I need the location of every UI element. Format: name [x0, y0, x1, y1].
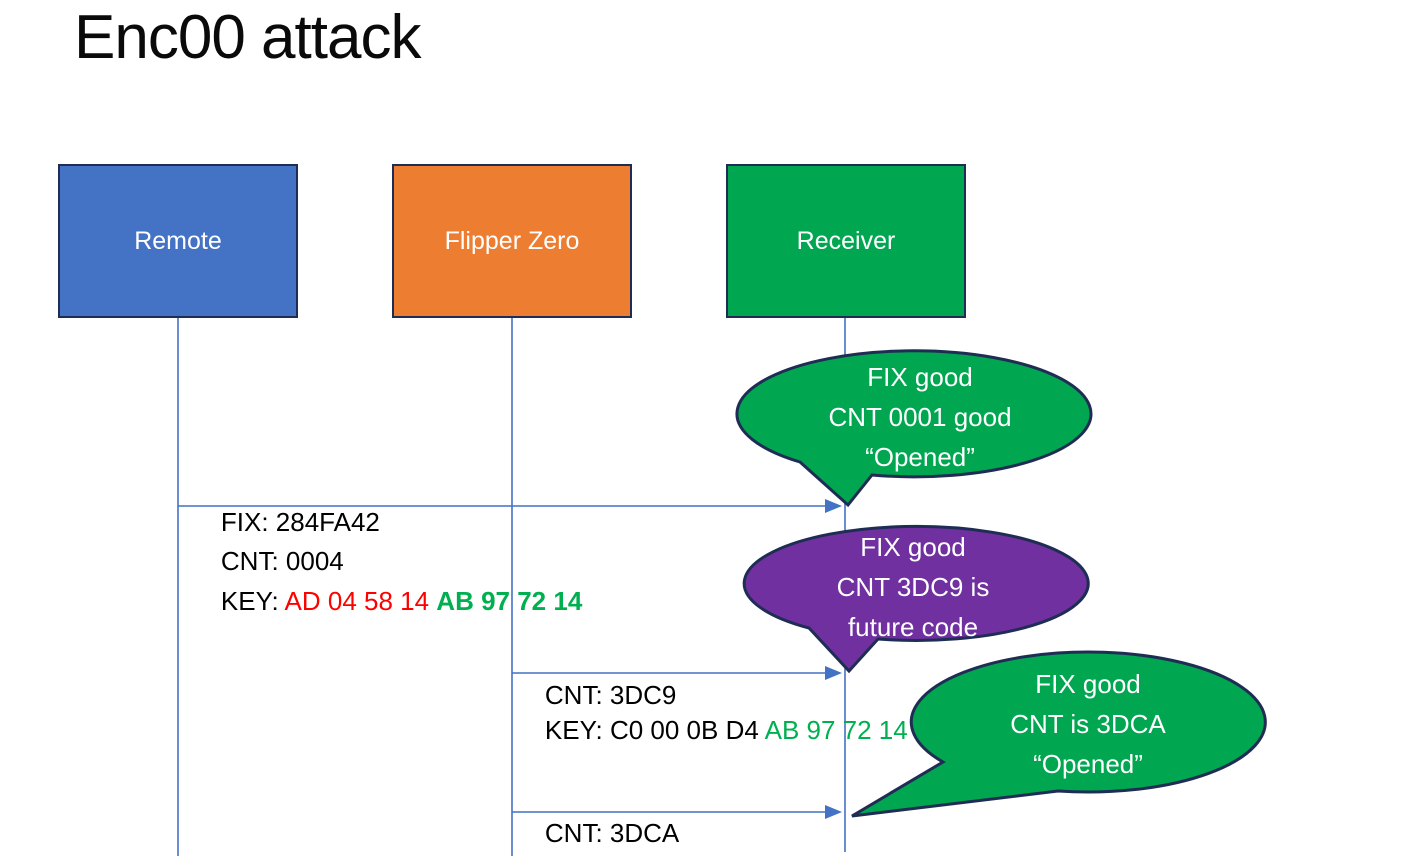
speech-bubble-3-green — [851, 650, 1267, 818]
actor-box-flipper-zero: Flipper Zero — [392, 164, 632, 318]
message-1-key-label: KEY: — [220, 586, 285, 616]
message-1-cnt-line: CNT: 0004 — [192, 510, 344, 612]
message-2-cnt: CNT: 3DC9 — [544, 680, 677, 710]
speech-bubble-1-green — [735, 349, 1093, 508]
actor-label-receiver: Receiver — [796, 226, 896, 255]
message-1-key-line: KEY: AD 04 58 14 AB 97 72 14 — [192, 550, 582, 652]
speech-bubble-2-text: FIX good CNT 3DC9 is future code — [753, 527, 1073, 647]
bubble-3-line-1: FIX good — [1035, 669, 1141, 699]
actor-box-remote: Remote — [58, 164, 298, 318]
message-2-key-changing-part: C0 00 0B D4 — [609, 715, 765, 745]
message-1-key-fixed-part: AB 97 72 14 — [436, 586, 583, 616]
message-1-cnt: CNT: 0004 — [220, 546, 344, 576]
message-2-key-line: KEY: C0 00 0B D4 AB 97 72 14 — [516, 679, 908, 781]
actor-box-receiver: Receiver — [726, 164, 966, 318]
message-1-key-changing-part: AD 04 58 14 — [284, 586, 437, 616]
actor-label-flipper-zero: Flipper Zero — [444, 226, 580, 255]
bubble-3-line-3: “Opened” — [1033, 749, 1143, 779]
speech-bubble-3-text: FIX good CNT is 3DCA “Opened” — [928, 664, 1248, 784]
speech-bubble-1-text: FIX good CNT 0001 good “Opened” — [760, 357, 1080, 477]
bubble-2-line-1: FIX good — [860, 532, 966, 562]
bubble-3-line-2: CNT is 3DCA — [1010, 709, 1166, 739]
message-3-key-fixed-part: AB 97 72 14 — [759, 854, 902, 859]
message-3-key-line: KEY: C0 02 8A 33 AB 97 72 14 — [516, 818, 902, 859]
bubble-1-line-1: FIX good — [867, 362, 973, 392]
message-3-key-label: KEY: — [545, 854, 610, 859]
bubble-2-line-3: future code — [847, 612, 979, 642]
message-1-fix: FIX: 284FA42 — [220, 507, 380, 537]
bubble-1-line-2: CNT 0001 good — [828, 402, 1012, 432]
arrow-head-message-1 — [825, 499, 842, 513]
arrow-head-message-2 — [825, 666, 842, 680]
speech-bubble-2-purple — [742, 524, 1090, 674]
message-3-cnt: CNT: 3DCA — [544, 818, 680, 848]
bubble-1-line-3: “Opened” — [865, 442, 975, 472]
arrow-head-message-3 — [825, 805, 842, 819]
bubble-2-line-2: CNT 3DC9 is — [836, 572, 990, 602]
message-2-cnt-line: CNT: 3DC9 — [516, 644, 676, 746]
message-2-key-fixed-part: AB 97 72 14 — [764, 715, 908, 745]
message-3-key-changing-part: C0 02 8A 33 — [610, 854, 759, 859]
actor-label-remote: Remote — [134, 226, 222, 255]
slide-title: Enc00 attack — [74, 3, 421, 72]
message-2-key-label: KEY: — [544, 715, 610, 745]
message-3-cnt-line: CNT: 3DCA — [516, 782, 679, 859]
message-1-fix-line: FIX: 284FA42 — [192, 471, 380, 573]
